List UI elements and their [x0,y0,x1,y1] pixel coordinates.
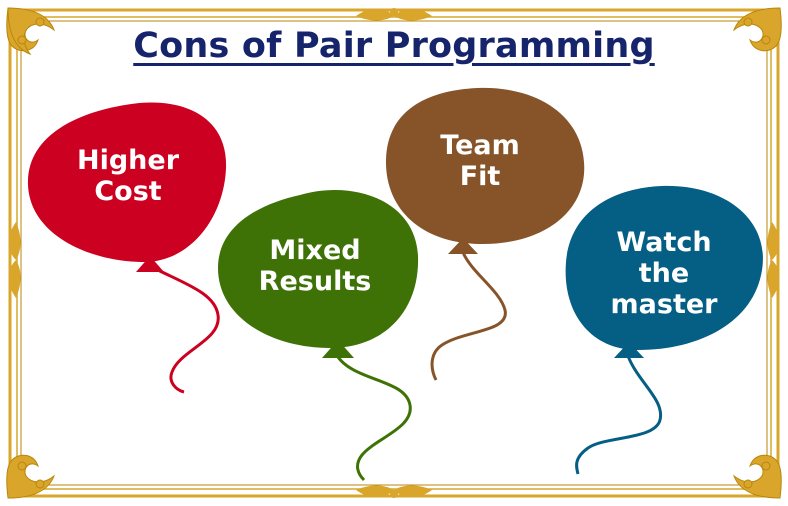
label-line: Watch [616,227,712,258]
balloon-knot [136,256,164,272]
balloon-knot [448,238,478,254]
balloon-body [385,87,585,245]
label-line: Cost [94,176,162,207]
label-line: Results [258,266,372,297]
balloon-knot [322,340,354,358]
balloon-string [334,353,412,482]
balloon-label-mixed-results: Mixed Results [235,235,395,297]
balloon-knot [614,342,644,358]
label-line: the [638,258,690,289]
edge-ornament-top [356,8,432,21]
edge-ornament-bottom [356,485,432,498]
balloon-team-fit [385,87,585,381]
balloon-string [575,355,663,475]
balloon-label-team-fit: Team Fit [400,130,560,192]
corner-ornament-bottom-right [732,454,782,499]
label-line: Higher [76,145,180,176]
corner-ornament-bottom-left [6,454,56,499]
page-title: Cons of Pair Programming [133,26,655,66]
edge-ornament-left [8,222,21,298]
balloon-body [27,102,227,262]
label-line: Mixed [269,235,361,266]
label-line: Team [440,130,520,161]
balloon-label-watch-the-master: Watch the master [584,227,744,320]
balloon-higher-cost [27,102,227,394]
balloon-mixed-results [218,189,419,482]
balloon-body [565,185,763,350]
balloon-string [149,264,220,394]
label-line: master [610,289,718,320]
corner-ornament-top-left [6,7,56,56]
balloon-label-higher-cost: Higher Cost [48,145,208,207]
edge-ornament-right [767,222,780,298]
label-line: Fit [459,161,501,192]
balloon-watch-the-master [565,185,763,475]
corner-ornament-top-right [732,7,782,52]
balloon-string [430,249,507,381]
balloon-body [218,189,419,348]
